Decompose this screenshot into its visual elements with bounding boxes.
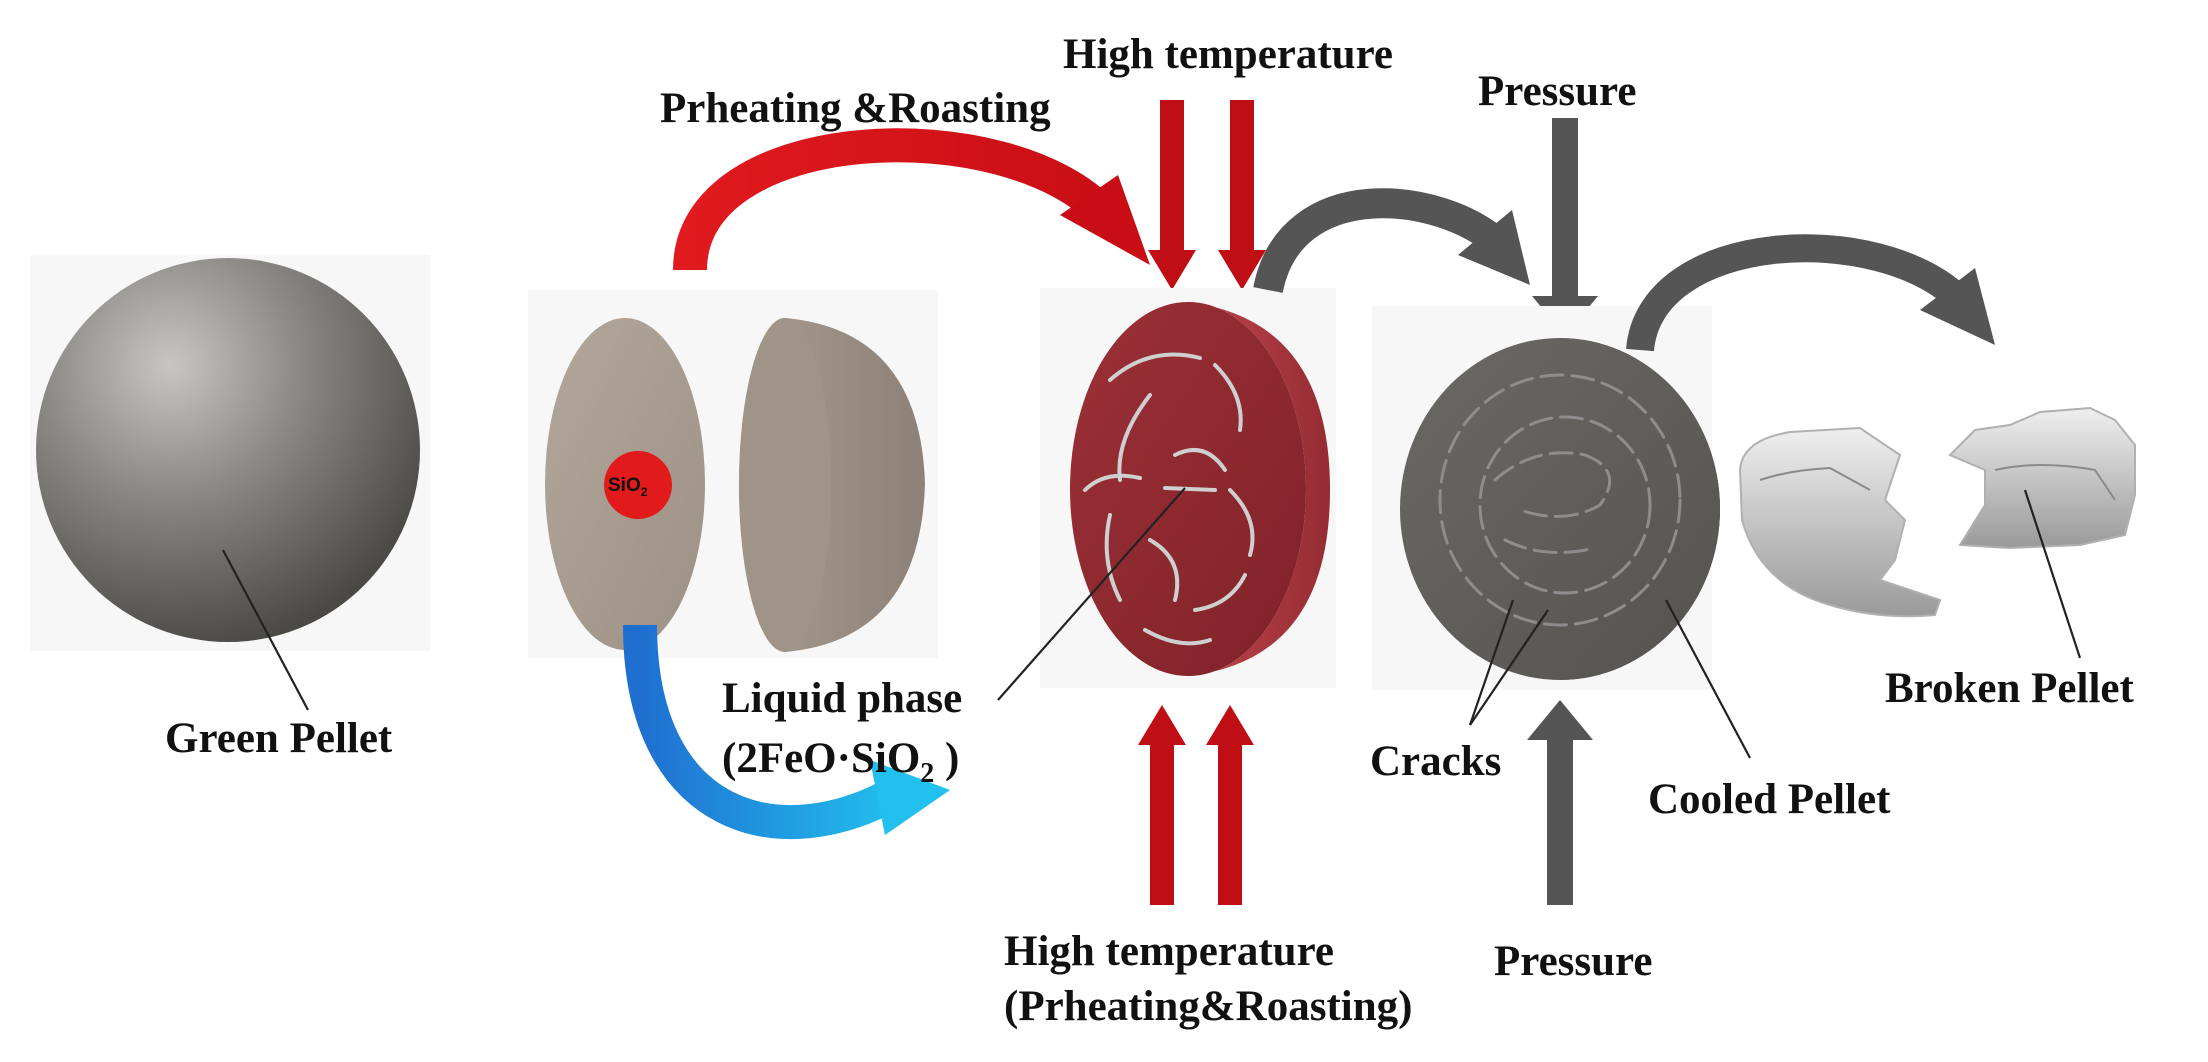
cooled-pellet-leader (1665, 599, 1751, 759)
cooling-arc-body (1253, 188, 1511, 294)
pressure-top-label: Pressure (1478, 68, 1636, 115)
preheating-arc-head (1060, 175, 1150, 265)
cooling-arc-head (1458, 210, 1530, 285)
crack-pattern (1438, 373, 1682, 627)
pressure-bottom-arrow-head (1527, 700, 1593, 740)
breaking-arc-arrow (1626, 234, 1995, 353)
split-pellet-right-face (739, 318, 831, 652)
liquid-phase-leader (997, 487, 1186, 701)
sio2-label: SiO2 (608, 475, 648, 499)
high-temp-bottom-arrows: High temperature (Prheating&Roasting) (1004, 705, 1412, 1030)
pressure-bottom-arrow: Pressure (1494, 700, 1652, 985)
high-temp-bottom-label-line2: (Prheating&Roasting) (1004, 983, 1412, 1030)
liquid-phase-arc-head (870, 760, 950, 835)
cooled-pellet-face (1400, 338, 1720, 680)
high-temp-top-arrow-2-shaft (1230, 100, 1254, 250)
liquid-phase-label-line1: Liquid phase (722, 675, 962, 722)
liquid-phase-label-line2: (2FeO·SiO2 ) (722, 735, 959, 789)
pressure-top-arrow: Pressure (1478, 68, 1636, 336)
sio2-dot (604, 451, 672, 519)
breaking-arc-body (1626, 234, 1970, 353)
high-temp-top-label: High temperature (1063, 31, 1393, 78)
high-temp-bottom-arrow-2-shaft (1218, 745, 1242, 905)
high-temp-top-arrow-1-head (1148, 250, 1196, 290)
green-pellet-leader (222, 549, 309, 711)
broken-pellet-right-piece (1948, 406, 2136, 550)
high-temp-bottom-label-line1: High temperature (1004, 928, 1334, 975)
high-temp-top-arrow-2-head (1218, 250, 1266, 290)
green-pellet-sphere (36, 258, 420, 642)
breaking-arc-head (1920, 268, 1995, 345)
cooling-arc-arrow (1253, 188, 1530, 294)
broken-pellet: Broken Pellet (1738, 406, 2136, 712)
roasted-pellet (997, 288, 1336, 701)
broken-pellet-label: Broken Pellet (1885, 665, 2134, 712)
preheating-arc-arrow: Prheating &Roasting (660, 85, 1150, 272)
preheating-arc-body (673, 128, 1118, 272)
liquid-phase-streaks (1083, 352, 1255, 646)
high-temp-top-arrow-1-shaft (1160, 100, 1184, 250)
green-pellet-label: Green Pellet (165, 715, 393, 762)
preheating-roasting-label: Prheating &Roasting (660, 85, 1051, 132)
broken-pellet-leader (2023, 489, 2082, 659)
high-temp-bottom-arrow-1-head (1138, 705, 1186, 745)
liquid-phase-arc-body (623, 624, 909, 839)
pressure-bottom-label: Pressure (1494, 938, 1652, 985)
pressure-top-arrow-shaft (1552, 118, 1578, 296)
split-pellet: SiO2 (528, 290, 938, 658)
roasted-pellet-rim (1188, 302, 1330, 676)
cracks-label: Cracks (1370, 738, 1501, 785)
high-temp-top-arrows: High temperature (1063, 31, 1393, 290)
cracks-leader-2 (1469, 609, 1549, 726)
liquid-phase-arc-arrow (623, 624, 950, 839)
high-temp-bottom-arrow-2-head (1206, 705, 1254, 745)
cooled-pellet-label: Cooled Pellet (1648, 776, 1891, 823)
pressure-bottom-arrow-shaft (1547, 740, 1573, 905)
high-temp-bottom-arrow-1-shaft (1150, 745, 1174, 905)
green-pellet: Green Pellet (30, 255, 430, 762)
broken-pellet-left-piece (1738, 426, 1942, 618)
cooled-pellet: Cracks Cooled Pellet (1370, 306, 1891, 823)
cracks-leader-1 (1468, 599, 1515, 726)
